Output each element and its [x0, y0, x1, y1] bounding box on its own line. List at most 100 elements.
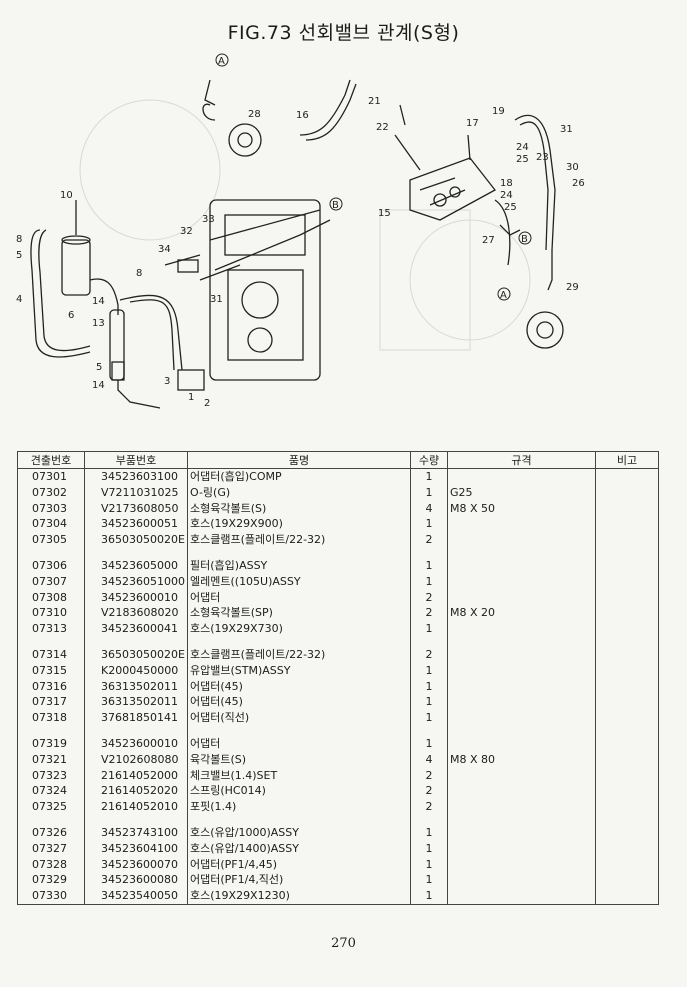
part-no-cell: 34523604100 — [84, 840, 188, 857]
table-header-row: 견출번호 부품번호 품명 수량 규격 비고 — [17, 451, 659, 469]
svg-text:5: 5 — [96, 362, 102, 373]
part-name-cell: 어댑터(PF1/4,직선) — [187, 872, 411, 889]
remarks-cell — [595, 751, 659, 768]
spacer-cell — [410, 636, 448, 647]
part-name-cell: 체크밸브(1.4)SET — [187, 767, 411, 784]
spec-cell — [447, 621, 596, 637]
svg-text:24: 24 — [500, 190, 513, 201]
remarks-cell — [595, 710, 659, 726]
svg-text:28: 28 — [248, 109, 261, 120]
col-header-spec: 규격 — [447, 451, 596, 469]
remarks-cell — [595, 516, 659, 533]
col-header-ref-no: 견출번호 — [17, 451, 85, 469]
spacer-cell — [84, 725, 188, 736]
part-no-cell: K2000450000 — [84, 662, 188, 679]
ref-no-cell: 07315 — [17, 662, 85, 679]
qty-cell: 1 — [410, 735, 448, 752]
part-no-cell: 34523600070 — [84, 856, 188, 873]
spacer-cell — [447, 547, 596, 558]
part-no-cell: 34523540050 — [84, 888, 188, 905]
spacer-cell — [595, 814, 659, 825]
valve-block — [409, 157, 496, 221]
ref-no-cell: 07328 — [17, 856, 85, 873]
qty-cell: 2 — [410, 532, 448, 548]
group-spacer — [17, 636, 659, 647]
spec-cell — [447, 516, 596, 533]
spec-cell — [447, 662, 596, 679]
part-no-cell: 34523603100 — [84, 468, 188, 485]
suction-adapter — [177, 369, 205, 391]
ref-no-cell: 07324 — [17, 783, 85, 800]
group-spacer — [17, 814, 659, 825]
svg-text:34: 34 — [158, 244, 171, 255]
spec-cell — [447, 824, 596, 841]
svg-text:18: 18 — [500, 178, 513, 189]
part-name-cell: 어댑터(45) — [187, 678, 411, 695]
svg-text:19: 19 — [492, 106, 505, 117]
ref-no-cell: 07327 — [17, 840, 85, 857]
part-no-cell: 34523600051 — [84, 516, 188, 533]
ref-no-cell: 07317 — [17, 694, 85, 711]
svg-text:27: 27 — [482, 235, 495, 246]
ref-no-cell: 07316 — [17, 678, 85, 695]
marker-a-top: A — [218, 56, 225, 67]
svg-text:6: 6 — [68, 310, 74, 321]
qty-cell: 4 — [410, 751, 448, 768]
col-header-remarks: 비고 — [595, 451, 659, 469]
ref-no-cell: 07307 — [17, 573, 85, 590]
col-header-qty: 수량 — [410, 451, 448, 469]
spacer-cell — [187, 725, 411, 736]
ref-no-cell: 07329 — [17, 872, 85, 889]
qty-cell: 1 — [410, 856, 448, 873]
spacer-cell — [17, 725, 85, 736]
qty-cell: 1 — [410, 662, 448, 679]
qty-cell: 1 — [410, 694, 448, 711]
part-name-cell: 어댑터(직선) — [187, 710, 411, 726]
qty-cell: 2 — [410, 589, 448, 606]
qty-cell: 1 — [410, 840, 448, 857]
svg-text:14: 14 — [92, 296, 105, 307]
spec-cell — [447, 646, 596, 663]
spacer-cell — [187, 636, 411, 647]
qty-cell: 1 — [410, 484, 448, 501]
callout-numbers: 10 8 5 4 6 14 8 13 5 14 3 1 2 34 32 33 3… — [16, 96, 585, 409]
part-name-cell: 어댑터(흡입)COMP — [187, 468, 411, 485]
part-name-cell: 어댑터(PF1/4,45) — [187, 856, 411, 873]
part-no-cell: 34523605000 — [84, 557, 188, 574]
spec-cell: M8 X 50 — [447, 500, 596, 517]
part-no-cell: 345236051000 — [84, 573, 188, 590]
ref-no-cell: 07321 — [17, 751, 85, 768]
remarks-cell — [595, 783, 659, 800]
ref-no-cell: 07304 — [17, 516, 85, 533]
spacer-cell — [84, 814, 188, 825]
svg-text:15: 15 — [378, 208, 391, 219]
svg-text:31: 31 — [210, 294, 223, 305]
ref-no-cell: 07305 — [17, 532, 85, 548]
spacer-cell — [595, 547, 659, 558]
spec-cell — [447, 532, 596, 548]
part-no-cell: V2102608080 — [84, 751, 188, 768]
svg-text:24: 24 — [516, 142, 529, 153]
spec-cell — [447, 872, 596, 889]
ref-no-cell: 07310 — [17, 605, 85, 622]
qty-cell: 1 — [410, 621, 448, 637]
spec-cell — [447, 840, 596, 857]
part-no-cell: 36313502011 — [84, 694, 188, 711]
remarks-cell — [595, 557, 659, 574]
svg-text:21: 21 — [368, 96, 381, 107]
spec-cell: M8 X 20 — [447, 605, 596, 622]
svg-text:3: 3 — [164, 376, 170, 387]
ref-no-cell: 07314 — [17, 646, 85, 663]
